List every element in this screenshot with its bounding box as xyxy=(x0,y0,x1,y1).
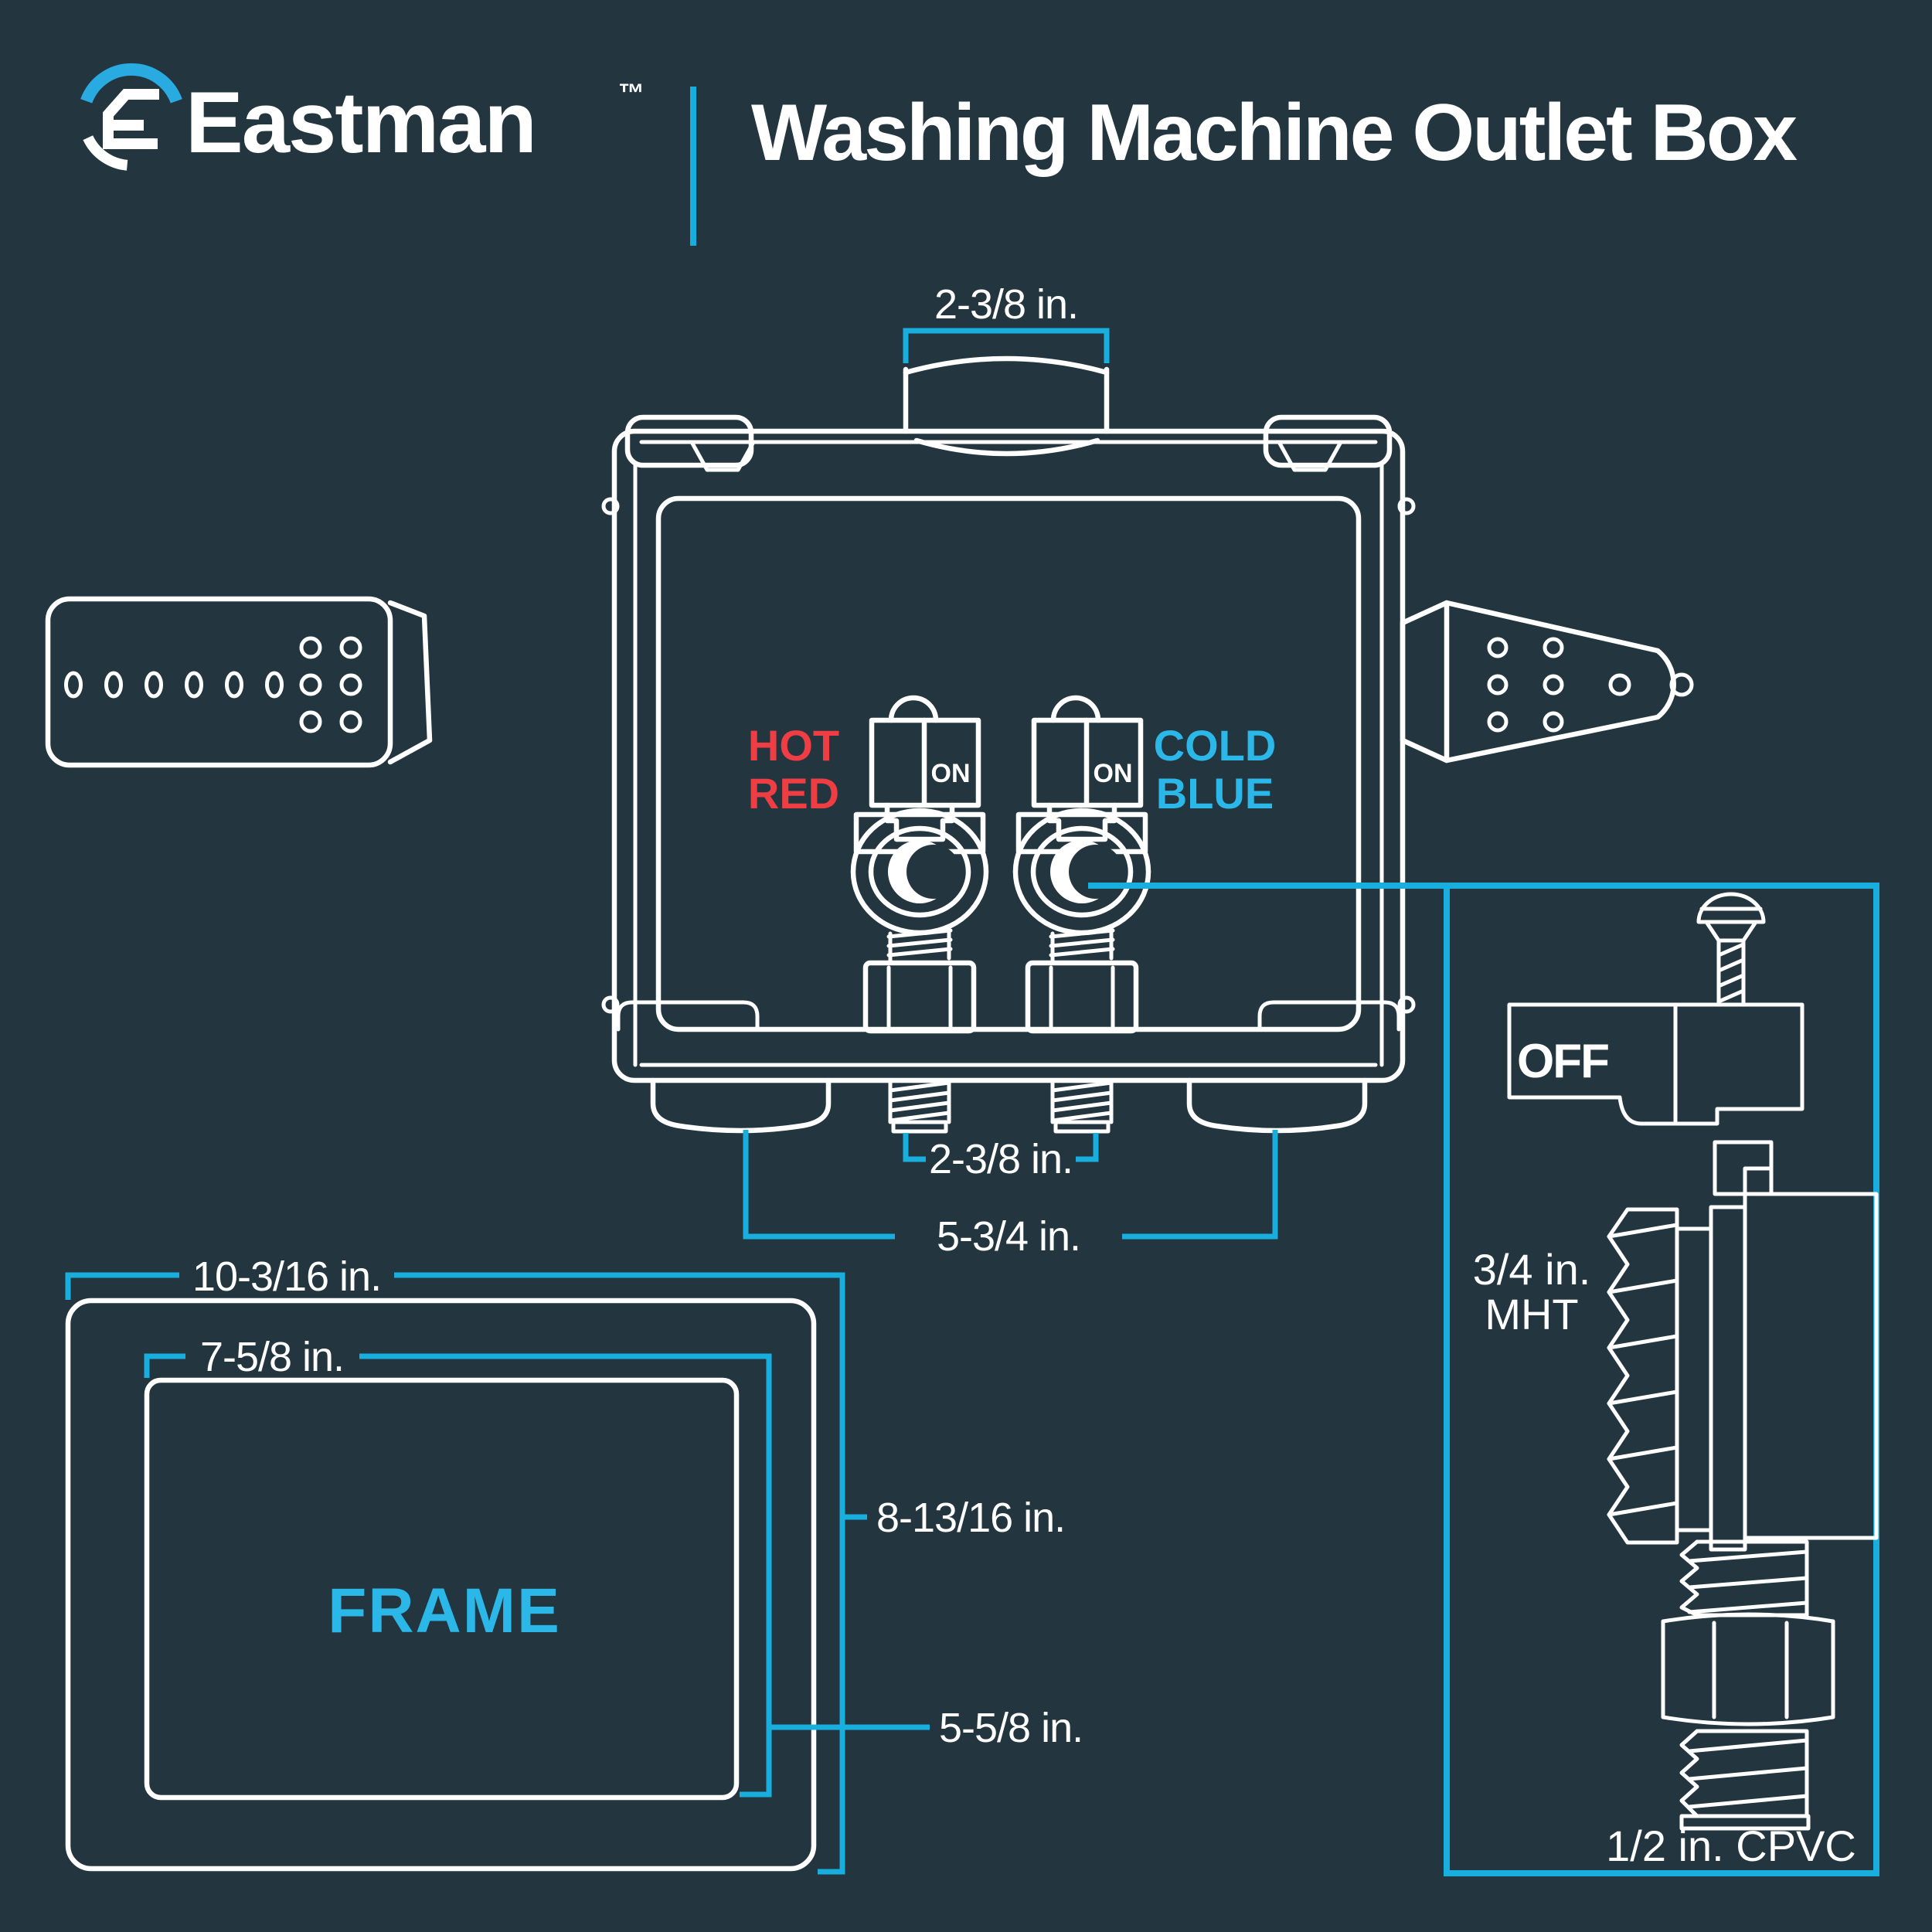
nipple-spacing-dim-label: 2-3/8 in. xyxy=(929,1136,1073,1182)
header: Eastman ™ Washing Machine Outlet Box xyxy=(80,63,1800,246)
hot-label-line1: HOT xyxy=(748,721,839,770)
top-knockout-dimension: 2-3/8 in. xyxy=(903,281,1110,363)
frame-label: FRAME xyxy=(328,1576,561,1646)
mounting-bracket-right xyxy=(1400,600,1694,764)
hot-label-line2: RED xyxy=(748,769,839,818)
screw xyxy=(1696,892,1766,1007)
mht-thread xyxy=(1607,1207,1679,1545)
logo-cyan-arc xyxy=(80,63,182,104)
flange-screw-hole xyxy=(601,995,620,1014)
frame-inner-rect xyxy=(144,1377,740,1801)
side-wall-lines xyxy=(633,463,1384,1067)
off-handle: OFF xyxy=(1507,1002,1804,1126)
valve-hot: ON xyxy=(850,695,989,1034)
bracket-connector xyxy=(1400,600,1450,764)
corner-tab-bottom-right xyxy=(1257,1000,1401,1032)
valve-on-label: ON xyxy=(931,759,971,788)
side-valve xyxy=(1607,1140,1879,1831)
bracket-cone xyxy=(1444,600,1676,764)
body-collar xyxy=(1709,1205,1747,1552)
frame-outer-height-label: 8-13/16 in. xyxy=(876,1495,1065,1541)
corner-tab-bottom-left xyxy=(616,1000,760,1032)
top-knockout-dim-label: 2-3/8 in. xyxy=(934,281,1078,328)
cold-label-line1: COLD xyxy=(1154,721,1277,770)
cpvc-label: 1/2 in. CPVC xyxy=(1606,1821,1856,1870)
page-title: Washing Machine Outlet Box xyxy=(751,88,1798,178)
flange-outline xyxy=(611,428,1406,1083)
bottom-knockout-left xyxy=(650,1077,832,1134)
outlet-end-cap xyxy=(1679,1814,1811,1831)
knockout-spacing-dimension: 5-3/4 in. xyxy=(743,1130,1278,1260)
valve-cold: ON xyxy=(1012,695,1151,1034)
frame-inner-height-dimension: 5-5/8 in. xyxy=(769,1705,1083,1751)
outlet-thread-upper xyxy=(1679,1539,1809,1617)
frame-outer-rect xyxy=(65,1298,817,1872)
mounting-bracket-left xyxy=(45,596,433,768)
top-knockout xyxy=(903,355,1110,457)
brand-name: Eastman xyxy=(185,74,536,171)
frame-inner-width-label: 7-5/8 in. xyxy=(200,1334,344,1380)
nipple-spacing-dimension: 2-3/8 in. xyxy=(903,1133,1099,1182)
valve-off-label: OFF xyxy=(1517,1035,1608,1088)
cold-label-line2: BLUE xyxy=(1156,769,1274,818)
thread-collar xyxy=(1675,1226,1713,1532)
notch-right xyxy=(1277,440,1343,472)
knockout-spacing-dim-label: 5-3/4 in. xyxy=(937,1213,1080,1260)
brand-trademark: ™ xyxy=(618,79,645,108)
nipple-cold xyxy=(1050,1078,1114,1134)
hex-nut-side xyxy=(1661,1612,1835,1726)
logo-white-arc xyxy=(83,134,128,171)
logo-e-glyph xyxy=(103,89,159,149)
frame-outer-width-label: 10-3/16 in. xyxy=(192,1253,381,1300)
detail-box-border xyxy=(1088,883,1879,1876)
valve-body xyxy=(1743,1166,1879,1540)
bottom-knockout-right xyxy=(1186,1077,1368,1134)
valve-on-label: ON xyxy=(1094,759,1133,788)
frame-outer-width-dimension: 10-3/16 in. xyxy=(65,1253,845,1875)
eastman-logo-icon xyxy=(80,63,182,171)
notch-left xyxy=(689,440,756,472)
flange-screw-hole xyxy=(601,497,620,515)
bracket-fold xyxy=(387,600,433,765)
frame-inner-height-label: 5-5/8 in. xyxy=(939,1705,1083,1751)
nipple-hot xyxy=(888,1078,951,1134)
frame-diagram: FRAME 10-3/16 in. 7-5/8 in. 8-13/16 in. … xyxy=(65,1253,1083,1875)
frame-inner-width-dimension: 7-5/8 in. xyxy=(144,1334,772,1798)
box-opening xyxy=(655,495,1362,1032)
flange-screw-hole xyxy=(1397,497,1416,515)
box-body xyxy=(601,414,1416,1083)
mht-label-line1: 3/4 in. xyxy=(1473,1245,1591,1294)
flange-screw-hole xyxy=(1397,995,1416,1014)
outlet-thread-lower xyxy=(1679,1729,1809,1818)
frame-outer-height-dimension: 8-13/16 in. xyxy=(842,1495,1066,1541)
valve-detail-box: OFF xyxy=(1088,883,1879,1876)
mht-label-line2: MHT xyxy=(1485,1290,1578,1338)
